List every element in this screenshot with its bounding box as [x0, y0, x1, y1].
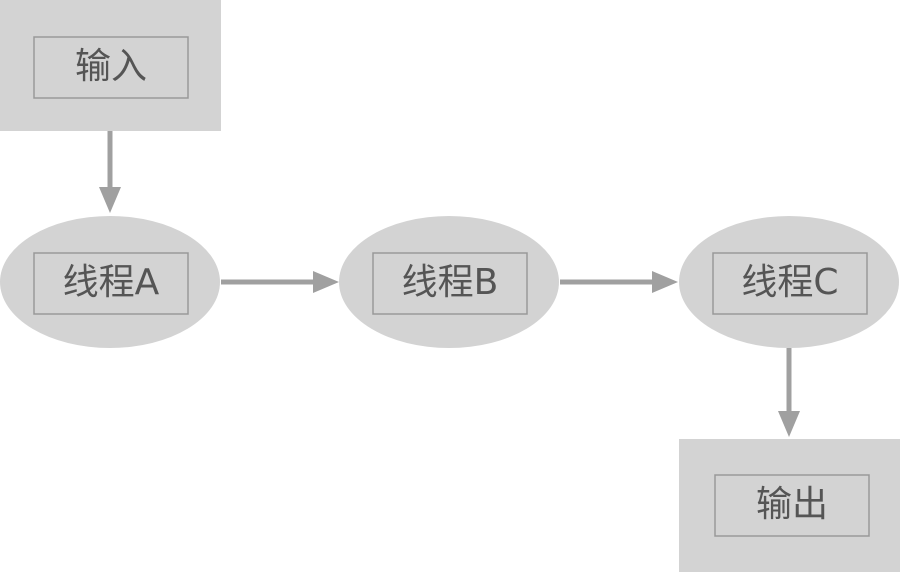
thread-a-node: 线程A	[0, 216, 220, 348]
arrow-thread-b-to-thread-c	[560, 271, 678, 293]
arrow-thread-c-to-output	[778, 348, 800, 437]
input-label-box	[33, 36, 189, 99]
thread-b-label: 线程B	[402, 262, 499, 303]
input-label: 输入	[75, 46, 147, 87]
arrow-thread-a-to-thread-b	[221, 271, 339, 293]
output-label-box	[714, 474, 870, 537]
output-node: 输出	[679, 439, 900, 572]
thread-b-node: 线程B	[339, 216, 559, 348]
thread-a-label: 线程A	[63, 262, 160, 303]
input-node: 输入	[0, 0, 221, 131]
thread-a-label-box	[33, 252, 189, 315]
output-label: 输出	[756, 484, 828, 525]
thread-c-label-box	[712, 252, 868, 315]
thread-c-node: 线程C	[679, 216, 899, 348]
arrow-input-to-thread-a	[99, 131, 121, 213]
thread-b-label-box	[372, 252, 528, 315]
thread-c-label: 线程C	[741, 262, 838, 303]
